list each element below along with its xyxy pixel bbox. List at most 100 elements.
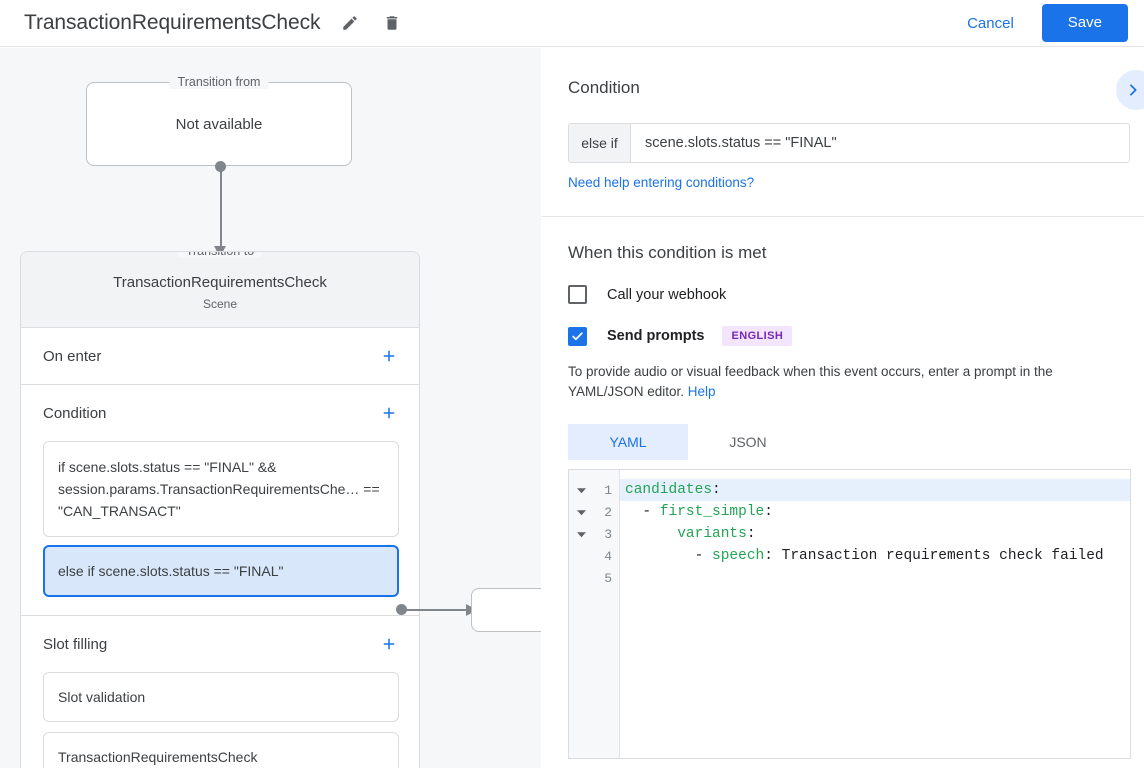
code-colon: : [764, 504, 773, 520]
line-number: 3 [604, 526, 612, 542]
code-indent: - [625, 504, 660, 520]
panel-condition-section: Condition else if scene.slots.status == … [541, 48, 1144, 216]
code-colon: : [712, 482, 721, 498]
gutter-row: 2 [569, 501, 619, 523]
section-title-slot-filling: Slot filling [43, 635, 108, 653]
transition-from-box: Transition from Not available [86, 75, 352, 166]
section-title-on-enter: On enter [43, 347, 102, 365]
connector-line-vertical [219, 166, 222, 250]
fold-caret-down-icon[interactable] [569, 508, 593, 517]
list-item[interactable]: if scene.slots.status == "FINAL" && sess… [43, 441, 399, 537]
prompt-description: To provide audio or visual feedback when… [568, 362, 1117, 402]
trash-icon[interactable] [378, 9, 406, 37]
code-line: variants: [620, 523, 1130, 545]
call-webhook-label: Call your webhook [607, 286, 727, 303]
list-item[interactable]: else if scene.slots.status == "FINAL" [43, 545, 399, 597]
gutter-row: 1 [569, 479, 619, 501]
connector-dot-right [396, 604, 407, 615]
add-slot-filling-button[interactable] [377, 632, 401, 656]
connector-line-horizontal [406, 608, 470, 611]
yaml-editor[interactable]: 1 2 3 4 5 [568, 469, 1131, 759]
target-node-box[interactable] [471, 588, 541, 632]
editor-format-tabs: YAML JSON [568, 424, 1144, 460]
chevron-right-icon-glyph [1130, 84, 1137, 96]
code-key: variants [677, 526, 747, 542]
code-key: first_simple [659, 504, 765, 520]
condition-expression-input[interactable]: scene.slots.status == "FINAL" [631, 124, 1129, 162]
transition-to-legend: Transition to [177, 252, 263, 258]
tab-json[interactable]: JSON [688, 424, 808, 460]
section-header-slot-filling: Slot filling [21, 616, 419, 672]
trash-icon-glyph [387, 16, 398, 30]
code-value: Transaction requirements check failed [772, 548, 1104, 564]
transition-from-value: Not available [175, 115, 263, 133]
code-line: - first_simple: [620, 501, 1130, 523]
chevron-right-icon[interactable] [1116, 70, 1144, 110]
code-line [620, 567, 1130, 589]
pencil-icon[interactable] [336, 9, 364, 37]
section-condition: Condition if scene.slots.status == "FINA… [21, 385, 419, 616]
code-indent: - [625, 548, 713, 564]
flow-canvas[interactable]: Transition from Not available Transition… [0, 48, 541, 768]
add-condition-button[interactable] [377, 401, 401, 425]
list-item[interactable]: TransactionRequirementsCheck [43, 732, 399, 768]
slot-filling-list: Slot validation TransactionRequirementsC… [21, 672, 419, 768]
line-number: 1 [604, 482, 612, 498]
panel-heading-when-met: When this condition is met [568, 243, 767, 262]
call-webhook-checkbox[interactable] [568, 285, 587, 304]
save-button[interactable]: Save [1041, 4, 1128, 42]
pencil-icon-glyph [343, 16, 358, 30]
editor-code-area[interactable]: candidates: - first_simple: variants: - … [620, 470, 1130, 758]
section-title-condition: Condition [43, 404, 107, 422]
line-number: 4 [604, 548, 612, 564]
transition-from-legend: Transition from [169, 75, 269, 89]
send-prompts-checkbox[interactable] [568, 326, 587, 346]
fold-caret-down-icon[interactable] [569, 530, 593, 539]
section-header-on-enter: On enter [21, 328, 419, 384]
code-line: - speech: Transaction requirements check… [620, 545, 1130, 567]
section-header-condition: Condition [21, 385, 419, 441]
code-key: candidates [625, 482, 713, 498]
condition-list: if scene.slots.status == "FINAL" && sess… [21, 441, 419, 615]
status-badge: ENGLISH [722, 326, 793, 346]
add-on-enter-button[interactable] [377, 344, 401, 368]
condition-prefix-label: else if [569, 124, 631, 162]
fold-caret-down-icon[interactable] [569, 486, 593, 495]
code-colon: : [746, 526, 756, 542]
code-key: speech [712, 548, 765, 564]
send-prompts-row: Send prompts ENGLISH [541, 326, 1144, 346]
line-number: 5 [604, 570, 612, 586]
scene-card-header[interactable]: Transition to TransactionRequirementsChe… [21, 252, 419, 328]
gutter-row: 3 [569, 523, 619, 545]
panel-divider [541, 216, 1144, 217]
scene-name: TransactionRequirementsCheck [113, 274, 327, 291]
section-slot-filling: Slot filling Slot validation Transaction… [21, 616, 419, 768]
webhook-row: Call your webhook [541, 285, 1144, 304]
prompt-description-text: To provide audio or visual feedback when… [568, 364, 1053, 399]
panel-heading-condition: Condition [568, 78, 640, 97]
gutter-row: 5 [569, 567, 619, 589]
scene-type-label: Scene [202, 297, 238, 311]
send-prompts-label: Send prompts [607, 328, 705, 344]
code-line: candidates: [620, 479, 1130, 501]
gutter-row: 4 [569, 545, 619, 567]
code-indent [625, 526, 677, 542]
list-item[interactable]: Slot validation [43, 672, 399, 722]
code-colon: : [764, 548, 773, 564]
app-header: TransactionRequirementsCheck Cancel Save [0, 0, 1144, 47]
panel-when-met-section: When this condition is met Call your web… [541, 217, 1144, 759]
plus-icon [383, 638, 395, 650]
prompt-help-link[interactable]: Help [687, 384, 716, 399]
line-number: 2 [604, 504, 612, 520]
tab-yaml[interactable]: YAML [568, 424, 688, 460]
editor-gutter: 1 2 3 4 5 [569, 470, 620, 758]
details-panel: Condition else if scene.slots.status == … [541, 48, 1144, 768]
section-on-enter: On enter [21, 328, 419, 385]
condition-input-row[interactable]: else if scene.slots.status == "FINAL" [568, 123, 1130, 163]
check-icon [572, 331, 583, 340]
header-actions: Cancel Save [955, 4, 1144, 42]
plus-icon [383, 350, 395, 362]
condition-help-link[interactable]: Need help entering conditions? [568, 175, 755, 190]
plus-icon [383, 407, 395, 419]
cancel-button[interactable]: Cancel [955, 7, 1026, 40]
